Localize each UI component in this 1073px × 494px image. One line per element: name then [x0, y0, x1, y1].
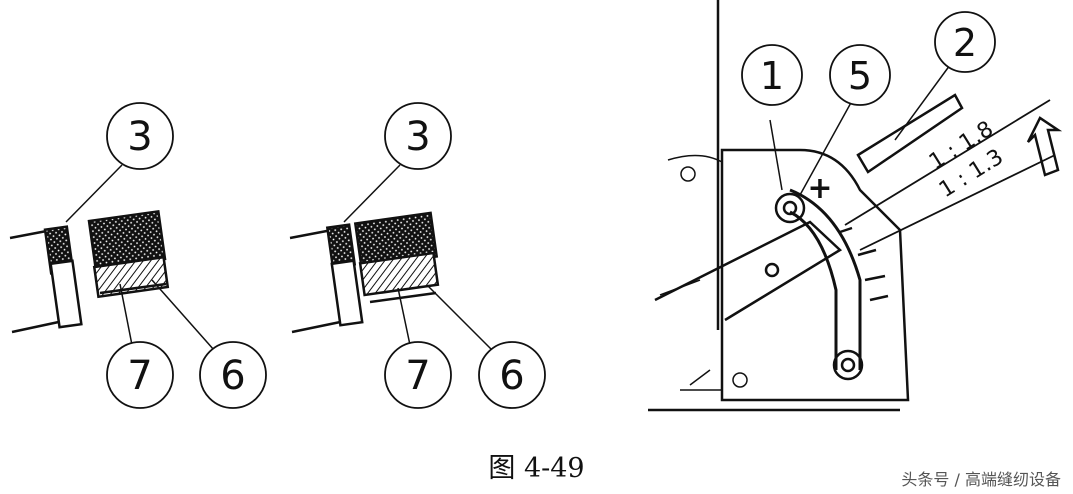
bracket-hole-top	[680, 166, 696, 182]
middle-callout-6: 6	[499, 353, 524, 399]
adjust-knob-center	[782, 200, 798, 216]
nut-base-line	[369, 291, 437, 304]
leader-3	[343, 164, 401, 223]
middle-view	[289, 102, 546, 409]
dash-line	[689, 369, 711, 386]
leader-1	[769, 119, 783, 191]
leader-5	[799, 89, 859, 196]
scale-tick-4	[869, 294, 889, 302]
right-callout-labels: 1 5 2	[760, 21, 977, 98]
callout-circle-2	[934, 11, 996, 73]
lower-knob	[832, 349, 864, 381]
leader-6	[151, 279, 215, 351]
bracket-hole-bottom	[732, 372, 748, 388]
left-callout-6: 6	[220, 353, 245, 399]
callout-circle-6	[478, 341, 546, 409]
callout-circle-7	[106, 341, 174, 409]
callout-circle-3	[384, 102, 452, 170]
left-callout-labels: 3 7 6	[127, 114, 245, 399]
scale-tick-1	[839, 226, 853, 234]
left-callout-7: 7	[127, 353, 152, 399]
middle-callout-3: 3	[405, 114, 430, 160]
dash-line	[659, 279, 701, 296]
left-callout-3: 3	[127, 114, 152, 160]
angled-lever	[654, 220, 843, 322]
leader-2	[894, 64, 951, 141]
watermark: 头条号 / 高端缝纫设备	[901, 470, 1061, 489]
scale-tick-3	[864, 274, 886, 282]
left-view	[9, 102, 267, 409]
nut-threads	[358, 251, 440, 297]
callout-circle-6	[199, 341, 267, 409]
base-plate	[720, 148, 910, 402]
right-callout-1: 1	[760, 54, 784, 98]
callout-circle-7	[384, 341, 452, 409]
callout-circle-3	[106, 102, 174, 170]
nut-base-line	[99, 282, 167, 295]
leader-7	[119, 283, 133, 346]
callout-circle-1	[741, 44, 803, 106]
adjust-knob	[774, 192, 806, 224]
right-view	[648, 0, 1063, 412]
right-callout-2: 2	[953, 21, 977, 65]
leader-7	[397, 287, 411, 346]
middle-callout-7: 7	[405, 353, 430, 399]
leader-6	[427, 285, 493, 351]
figure-caption: 图 4-49	[488, 453, 585, 484]
washer-body	[330, 259, 364, 327]
side-bracket	[667, 154, 723, 391]
ratio-line-2	[859, 154, 1056, 251]
middle-callout-labels: 3 7 6	[405, 114, 524, 399]
washer-body	[49, 259, 83, 329]
ratio-line-1	[844, 99, 1051, 226]
plus-mark: +	[807, 171, 832, 206]
arrow-icon	[1026, 116, 1063, 177]
curved-slot-outer	[789, 188, 862, 370]
lower-knob-center	[840, 357, 856, 373]
right-callout-5: 5	[848, 54, 872, 98]
scale-tick-2	[857, 248, 877, 257]
pointer-part	[856, 93, 964, 174]
shaft-top-line	[289, 228, 333, 240]
lever-hole	[764, 262, 780, 278]
curved-slot-inner	[789, 210, 838, 370]
leader-3	[65, 164, 123, 223]
callout-circle-5	[829, 44, 891, 106]
